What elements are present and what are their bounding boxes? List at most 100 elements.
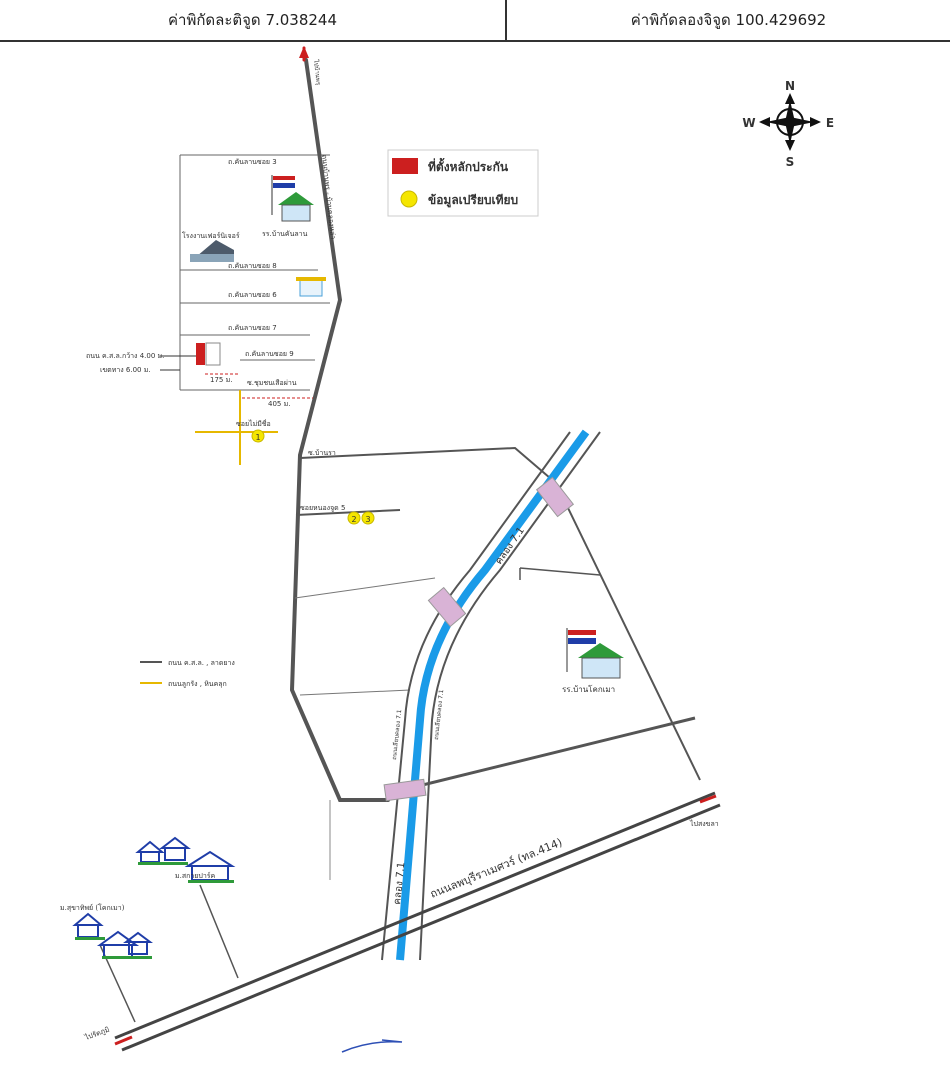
collateral-legend-label: ที่ตั้งหลักประกัน — [428, 157, 509, 174]
school-top-label: รร.บ้านคันลาน — [262, 230, 308, 238]
bridge — [535, 476, 575, 518]
school-roof — [278, 192, 314, 205]
distance-markers — [205, 373, 313, 399]
house-body — [103, 944, 133, 958]
school-building — [281, 204, 311, 222]
house-body — [77, 924, 99, 938]
village-top-label: ม.สกายปาร์ค — [175, 872, 216, 880]
soi9-label: ถ.คันลานซอย 9 — [245, 350, 294, 358]
minor-road — [294, 577, 436, 599]
flag-red — [273, 176, 295, 180]
bridge — [383, 778, 427, 802]
house-icon — [135, 840, 165, 863]
gravel-roads — [195, 390, 278, 465]
soi7-label: ถ.คันลานซอย 7 — [228, 324, 277, 332]
ban-ra-label: ซ.บ้านรา — [308, 449, 336, 457]
west-arrow-icon — [759, 117, 770, 127]
main-road-line — [289, 58, 390, 802]
songkhla-end-arrow — [699, 794, 717, 804]
chum-chon-label: ซ.ชุมชนเสือผ่าน — [247, 379, 297, 387]
unnamed-soi-label: ซอยไม่มีชื่อ — [236, 419, 271, 428]
setback-label: เขตทาง 6.00 ม. — [100, 366, 151, 374]
road-width-label: ถนน ค.ส.ล.กว้าง 4.00 ม. — [86, 352, 164, 360]
compass-s: S — [786, 155, 795, 169]
grass-strip — [75, 937, 105, 940]
comparable-point-2 — [347, 511, 361, 525]
house-icon — [159, 836, 191, 861]
flag-red — [568, 630, 596, 635]
house-body — [128, 941, 148, 955]
house-roof — [159, 836, 191, 849]
soi-ban-ra — [299, 446, 551, 479]
compass-w: W — [742, 116, 755, 130]
minor-road — [519, 567, 601, 576]
highway-label: ถนนลพบุรีราเมศวร์ (ทล.414) — [428, 836, 564, 901]
legend-markers: ที่ตั้งหลักประกัน ข้อมูลเปรียบเทียบ — [387, 149, 539, 217]
village-icon — [72, 912, 153, 959]
side-roads — [294, 446, 701, 880]
flag-blue — [568, 638, 596, 644]
header-divider — [505, 0, 507, 40]
north-road-arrowhead-icon — [299, 46, 309, 58]
canal-road-right-label: ถนนเลียบคลอง 7.1 — [432, 689, 445, 740]
width-pointers — [160, 355, 196, 371]
main-road-label: ถนนบ้านพรุ - บ้านคลองหล่า — [320, 154, 337, 239]
house-icon — [123, 931, 153, 955]
village-icon — [135, 836, 236, 883]
soi6-label: ถ.คันลานซอย 6 — [228, 291, 277, 299]
collateral-swatch — [392, 158, 418, 174]
soi3-label: ถ.คันลานซอย 3 — [228, 158, 277, 166]
house-roof — [135, 840, 165, 853]
comparable-point-3 — [361, 511, 375, 525]
highway-line-2 — [121, 803, 721, 1052]
comparable-legend-label: ข้อมูลเปรียบเทียบ — [428, 193, 518, 208]
house-roof — [184, 850, 236, 867]
comparable-points: 1 2 3 — [251, 429, 375, 525]
canal-road-left — [381, 431, 571, 961]
distance-175-label: 175 ม. — [210, 376, 232, 384]
flag-white — [273, 180, 295, 183]
collateral-plot — [205, 342, 221, 366]
distance-405-label: 405 ม. — [268, 400, 290, 408]
south-arrow-icon — [785, 140, 795, 151]
north-arrow-icon — [785, 93, 795, 104]
house-roof — [72, 912, 104, 926]
factory-wall — [190, 254, 234, 262]
road-to-songkhla — [567, 507, 701, 781]
flag-blue — [273, 183, 295, 188]
school-right-label: รร.บ้านโคกเมา — [562, 684, 615, 694]
soi-nong-sukhon — [295, 509, 401, 516]
school-icon — [271, 175, 314, 222]
house-body — [140, 851, 160, 863]
soi-blocks — [179, 154, 330, 391]
latitude-label: ค่าพิกัดละติจูด 7.038244 — [167, 11, 338, 29]
canal-road-right — [419, 431, 601, 961]
to-rattaphum-label: ไปรัตภูมิ — [83, 1025, 111, 1043]
house-body — [164, 847, 186, 861]
compass-rose: N S W E — [742, 79, 834, 169]
school-building — [581, 657, 621, 679]
east-arrow-icon — [810, 117, 821, 127]
to-songkhla-label: ไปสงขลา — [689, 819, 719, 828]
shop-icon — [296, 277, 326, 297]
factory-icon — [190, 240, 234, 262]
compass-n: N — [785, 79, 795, 93]
bridges — [383, 476, 575, 802]
highway-ends — [114, 794, 717, 1046]
coordinates-header: ค่าพิกัดละติจูด 7.038244 ค่าพิกัดลองจิจู… — [0, 0, 950, 42]
highway-line-1 — [114, 791, 716, 1040]
main-road — [289, 46, 390, 802]
nong-sukhon-label: ซอยหนองจูด 5 — [300, 504, 345, 512]
flag-white — [568, 635, 596, 638]
grass-strip — [102, 956, 152, 959]
collateral-marker — [196, 343, 205, 365]
comparable-point-1-label: 1 — [255, 433, 260, 442]
to-top-label: ไปบ้านพรุ — [312, 58, 323, 86]
village-road — [199, 884, 239, 979]
comparable-point-1 — [251, 429, 265, 443]
comparable-point-3-label: 3 — [365, 515, 370, 524]
grass-strip — [138, 862, 188, 865]
shop-roof — [296, 277, 326, 281]
school-roof — [578, 643, 624, 658]
compass-needle-ew — [766, 117, 814, 127]
